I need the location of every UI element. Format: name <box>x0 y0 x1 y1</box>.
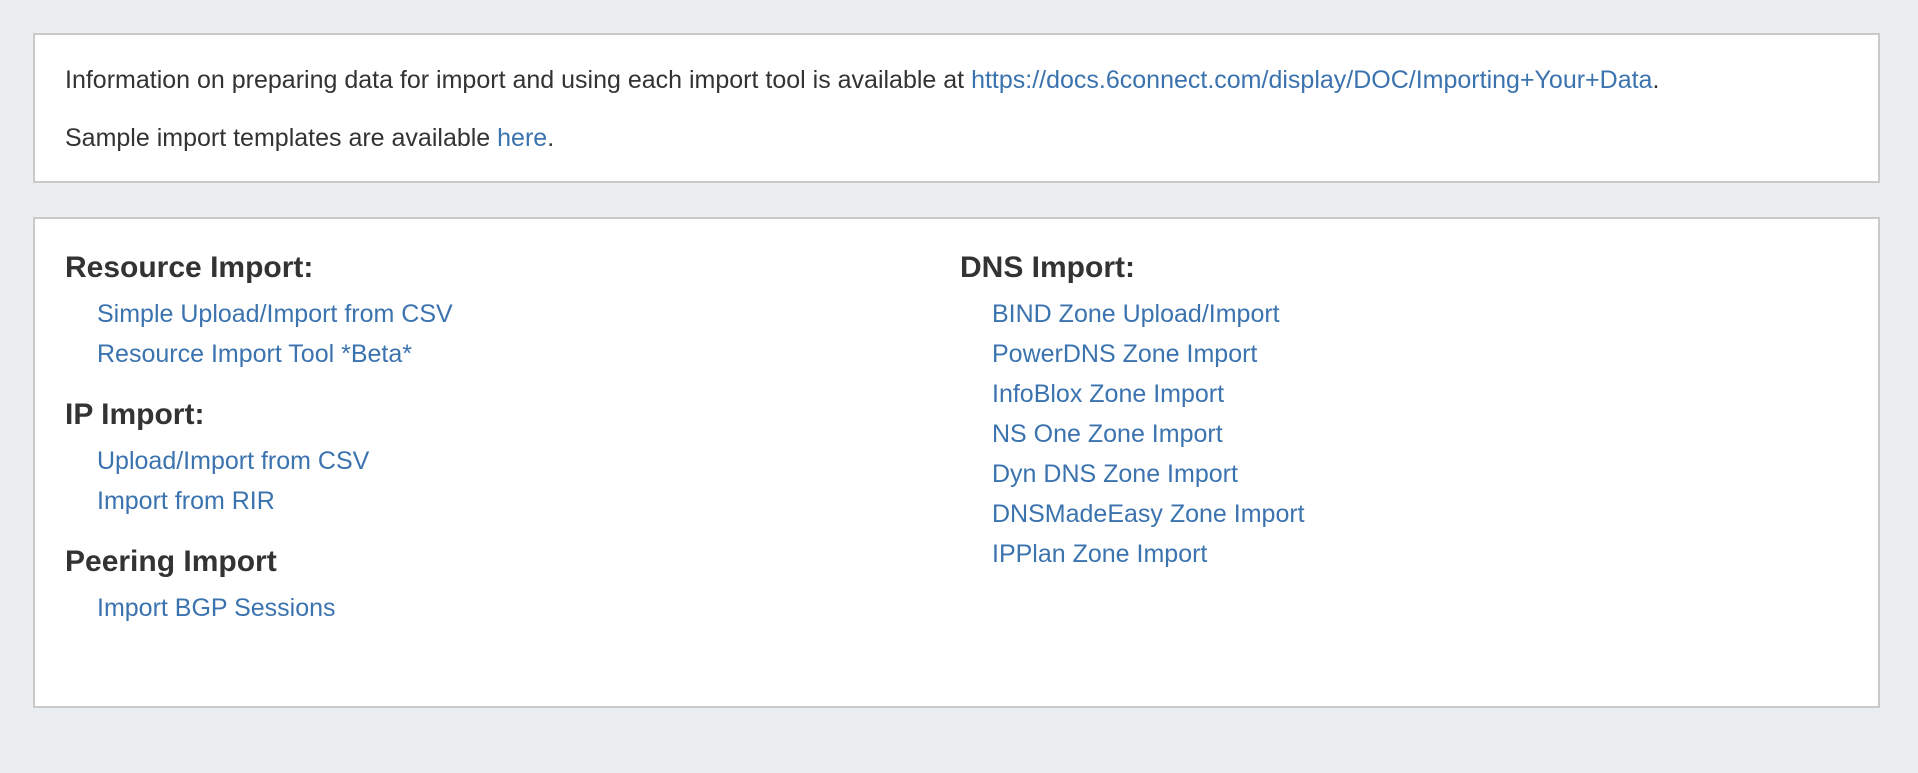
import-section: IP Import: Upload/Import from CSV Import f… <box>65 398 960 515</box>
info-line-2-text: Sample import templates are available <box>65 124 498 152</box>
list-item: PowerDNS Zone Import <box>992 341 1848 368</box>
info-line-2-period: . <box>547 124 555 152</box>
import-link[interactable]: InfoBlox Zone Import <box>992 380 1225 408</box>
list-item: Import BGP Sessions <box>97 595 960 622</box>
import-link[interactable]: IPPlan Zone Import <box>992 540 1208 568</box>
list-item: DNSMadeEasy Zone Import <box>992 501 1848 528</box>
list-item: Resource Import Tool *Beta* <box>97 341 960 368</box>
import-column-left: Resource Import: Simple Upload/Import fro… <box>65 251 960 635</box>
info-line-2: Sample import templates are available he… <box>65 123 1848 153</box>
page: Information on preparing data for import… <box>0 33 1918 708</box>
import-link[interactable]: Simple Upload/Import from CSV <box>97 300 453 328</box>
import-link[interactable]: Import from RIR <box>97 487 275 515</box>
section-heading: Peering Import <box>65 545 277 578</box>
info-line-1-text: Information on preparing data for import… <box>65 66 972 94</box>
section-heading: IP Import: <box>65 398 205 431</box>
import-link[interactable]: Import BGP Sessions <box>97 594 336 622</box>
import-link-list: Simple Upload/Import from CSV Resource Im… <box>65 301 960 368</box>
import-link-list: Import BGP Sessions <box>65 595 960 622</box>
import-link[interactable]: Resource Import Tool *Beta* <box>97 340 412 368</box>
import-link[interactable]: Dyn DNS Zone Import <box>992 460 1238 488</box>
list-item: Dyn DNS Zone Import <box>992 461 1848 488</box>
info-line-1-period: . <box>1652 66 1660 94</box>
list-item: InfoBlox Zone Import <box>992 381 1848 408</box>
info-line-1: Information on preparing data for import… <box>65 65 1848 95</box>
list-item: Upload/Import from CSV <box>97 448 960 475</box>
import-section: Resource Import: Simple Upload/Import fro… <box>65 251 960 368</box>
import-link[interactable]: NS One Zone Import <box>992 420 1223 448</box>
templates-here-link[interactable]: here <box>497 124 548 152</box>
import-link[interactable]: BIND Zone Upload/Import <box>992 300 1280 328</box>
import-link[interactable]: Upload/Import from CSV <box>97 447 370 475</box>
list-item: Simple Upload/Import from CSV <box>97 301 960 328</box>
info-panel: Information on preparing data for import… <box>33 33 1880 183</box>
list-item: Import from RIR <box>97 488 960 515</box>
import-link-list: Upload/Import from CSV Import from RIR <box>65 448 960 515</box>
section-heading: Resource Import: <box>65 251 314 284</box>
list-item: BIND Zone Upload/Import <box>992 301 1848 328</box>
docs-url-link[interactable]: https://docs.6connect.com/display/DOC/Im… <box>971 66 1653 94</box>
list-item: NS One Zone Import <box>992 421 1848 448</box>
import-link[interactable]: PowerDNS Zone Import <box>992 340 1258 368</box>
import-panel: Resource Import: Simple Upload/Import fro… <box>33 217 1880 708</box>
section-heading: DNS Import: <box>960 251 1135 284</box>
list-item: IPPlan Zone Import <box>992 541 1848 568</box>
import-link[interactable]: DNSMadeEasy Zone Import <box>992 500 1305 528</box>
